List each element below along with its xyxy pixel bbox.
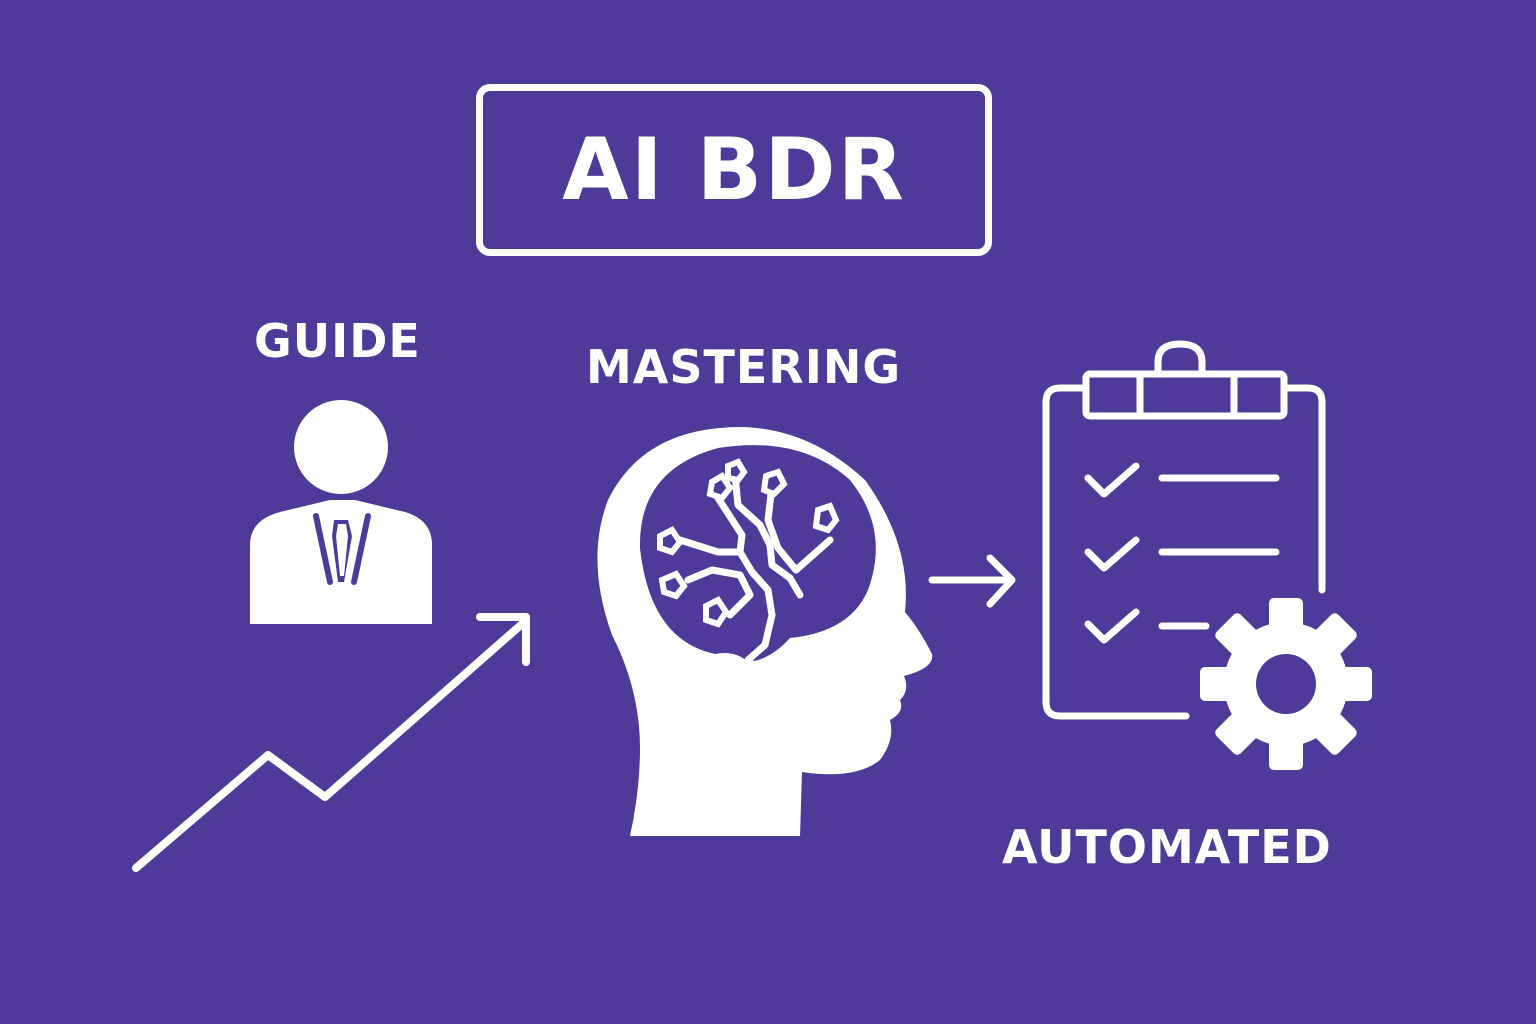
guide-label: GUIDE	[254, 314, 421, 368]
checklist-clipboard-icon	[1042, 340, 1326, 720]
title-text: AI BDR	[562, 120, 906, 220]
person-icon	[250, 400, 432, 624]
automated-label: AUTOMATED	[1002, 820, 1332, 874]
right-arrow-icon	[928, 554, 1016, 608]
mastering-label: MASTERING	[586, 340, 902, 394]
gear-icon	[1200, 598, 1372, 770]
brain-head-icon	[597, 427, 933, 836]
trend-arrow-icon	[132, 613, 530, 872]
title-box: AI BDR	[476, 84, 992, 256]
